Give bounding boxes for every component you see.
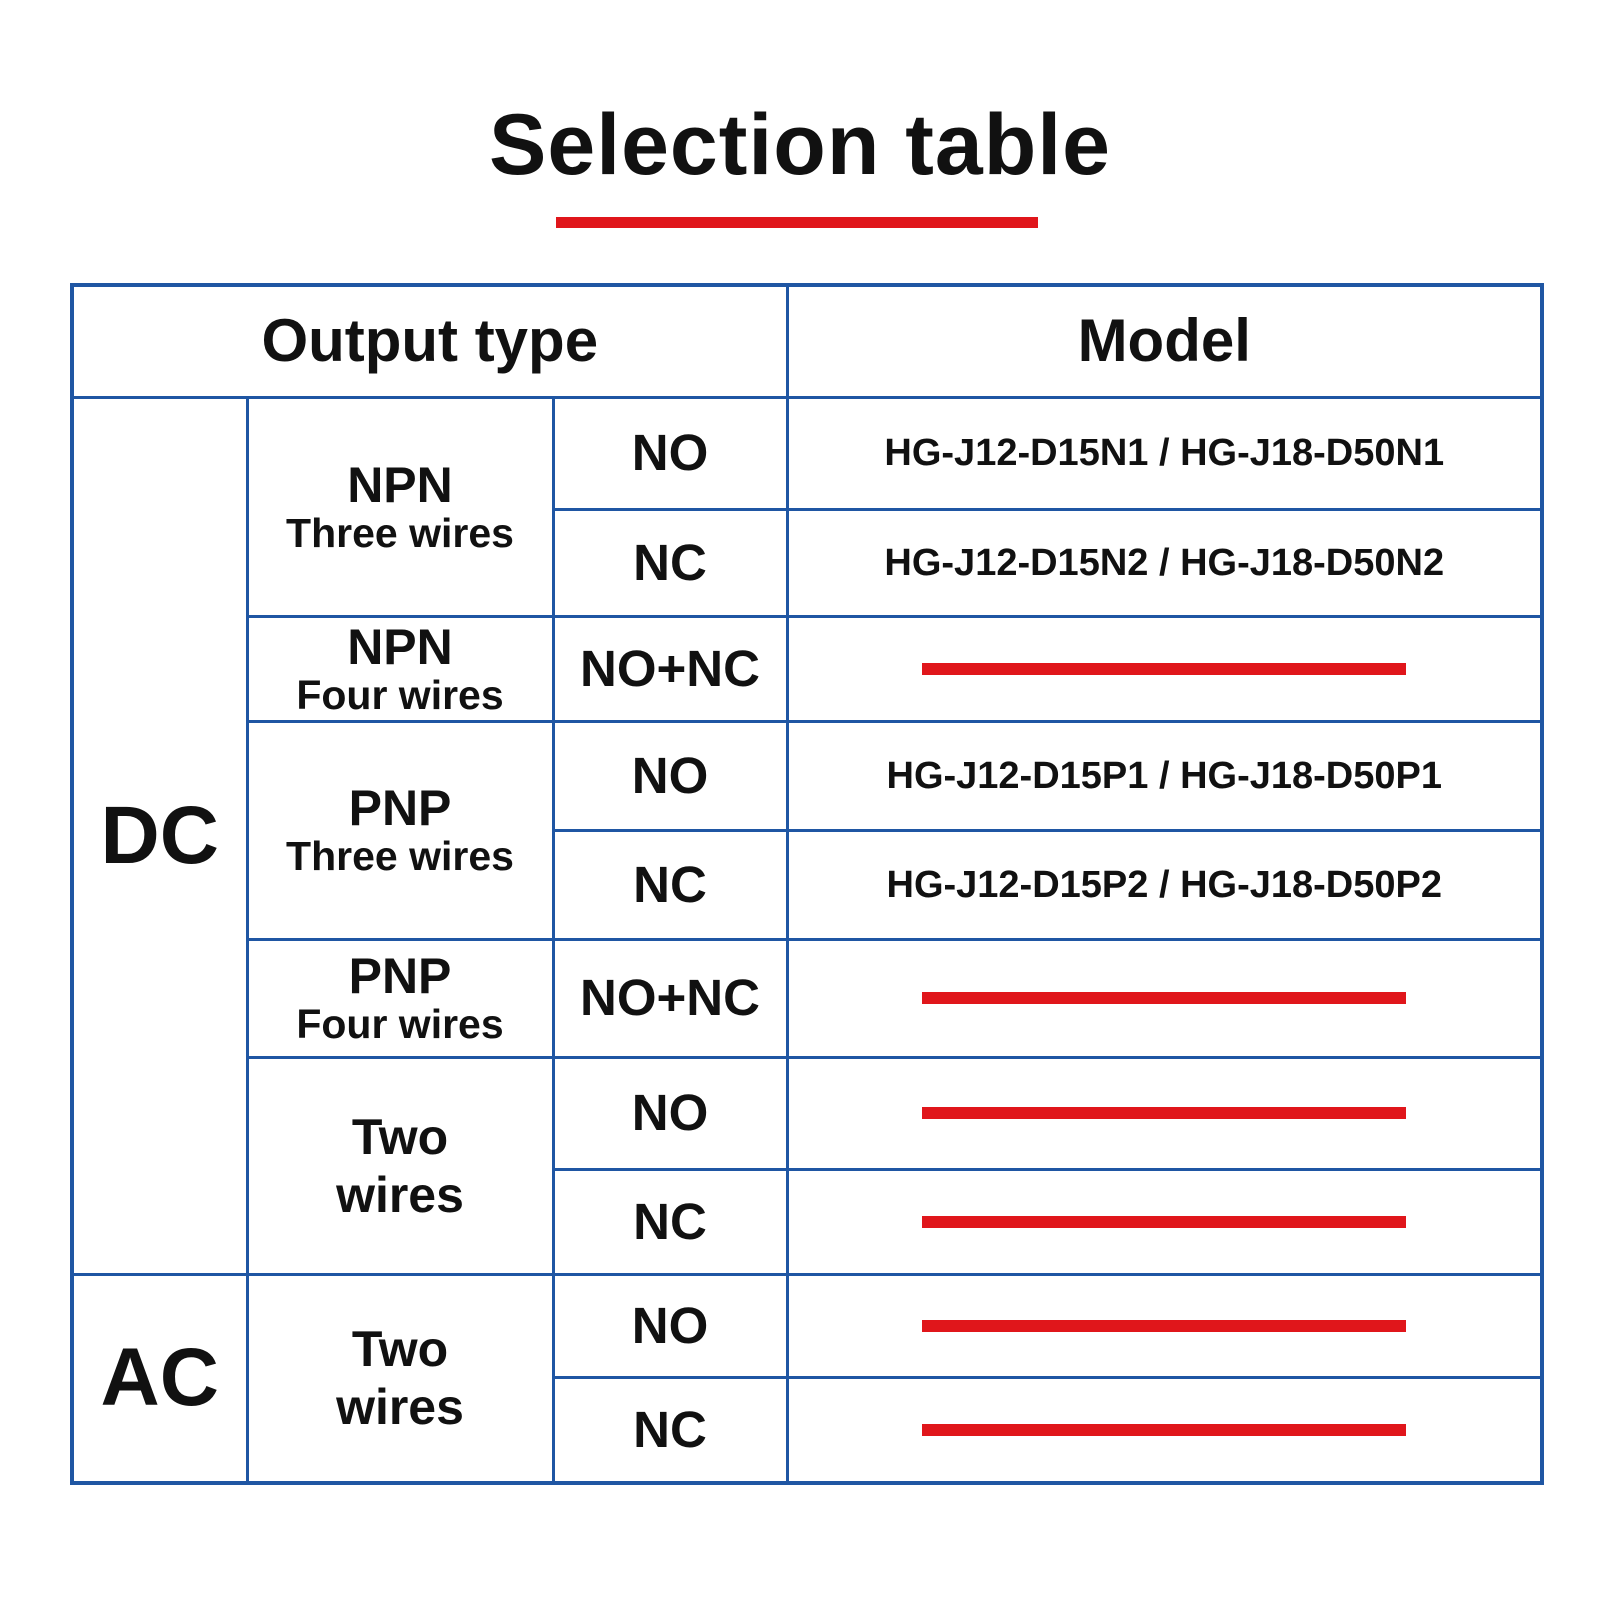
table-row: AC Two wires NO	[70, 1272, 1544, 1485]
table-row: PNP Three wires NO HG-J12-D15P1 / HG-J18…	[72, 719, 1544, 941]
selection-table: Output type Model DC NPN Three wires NO …	[70, 283, 1544, 1485]
model-cell-empty	[785, 614, 1544, 723]
output-group-name: NPN	[347, 618, 453, 675]
output-group-pnp-four-wires: PNP Four wires	[245, 937, 555, 1059]
output-group-pnp-three-wires: PNP Three wires	[245, 719, 555, 941]
contact-type: NO+NC	[551, 614, 789, 723]
table-row: Two wires NO	[72, 1055, 1544, 1276]
table-header-row: Output type Model	[70, 283, 1544, 399]
output-group-npn-four-wires: NPN Four wires	[245, 614, 555, 723]
model-cell-empty	[785, 1167, 1544, 1276]
supply-ac: AC	[70, 1272, 249, 1485]
table-row: NC	[72, 1167, 1544, 1276]
output-group-name: PNP	[348, 780, 452, 836]
model-cell-empty	[785, 1375, 1544, 1485]
contact-type: NC	[551, 507, 789, 618]
output-group-name: Two	[351, 1321, 449, 1378]
title-underline	[556, 217, 1038, 228]
model-cell: HG-J12-D15N1 / HG-J18-D50N1	[785, 395, 1544, 511]
header-output-type: Output type	[70, 283, 789, 399]
contact-type: NO	[551, 1272, 789, 1379]
no-model-dash	[922, 1423, 1407, 1436]
model-cell-empty	[785, 1055, 1544, 1171]
output-group-wires: wires	[336, 1166, 464, 1223]
header-model: Model	[785, 283, 1544, 399]
model-cell: HG-J12-D15N2 / HG-J18-D50N2	[785, 507, 1544, 618]
output-group-wires: Four wires	[296, 1001, 504, 1047]
model-cell-empty	[785, 937, 1544, 1059]
contact-type: NC	[551, 828, 789, 941]
table-row: NC HG-J12-D15N2 / HG-J18-D50N2	[72, 507, 1544, 618]
output-group-dc-two-wires: Two wires	[245, 1055, 555, 1276]
model-cell-empty	[785, 1272, 1544, 1379]
contact-type: NO+NC	[551, 937, 789, 1059]
table-row: NC	[72, 1375, 1544, 1485]
no-model-dash	[922, 1107, 1407, 1119]
table-row: NC HG-J12-D15P2 / HG-J18-D50P2	[72, 828, 1544, 941]
output-group-wires: Three wires	[286, 509, 514, 556]
contact-type: NC	[551, 1375, 789, 1485]
contact-type: NO	[551, 1055, 789, 1171]
table-row: PNP Four wires NO+NC	[72, 937, 1544, 1059]
output-group-wires: Three wires	[286, 833, 514, 879]
no-model-dash	[922, 1319, 1407, 1332]
output-group-name: NPN	[347, 456, 453, 513]
supply-dc: DC	[70, 395, 249, 1276]
table-row: NPN Four wires NO+NC	[72, 614, 1544, 723]
output-group-name: Two	[351, 1108, 449, 1165]
output-group-wires: wires	[336, 1379, 464, 1436]
no-model-dash	[922, 992, 1407, 1004]
contact-type: NC	[551, 1167, 789, 1276]
contact-type: NO	[551, 395, 789, 511]
output-group-ac-two-wires: Two wires	[245, 1272, 555, 1485]
table-row: DC NPN Three wires NO HG-J12-D15N1 / HG-…	[70, 395, 1544, 1276]
output-group-npn-three-wires: NPN Three wires	[245, 395, 555, 618]
contact-type: NO	[551, 719, 789, 832]
no-model-dash	[922, 662, 1407, 675]
model-cell: HG-J12-D15P1 / HG-J18-D50P1	[785, 719, 1544, 832]
output-group-wires: Four wires	[296, 671, 504, 718]
no-model-dash	[922, 1215, 1407, 1228]
model-cell: HG-J12-D15P2 / HG-J18-D50P2	[785, 828, 1544, 941]
page-title: Selection table	[489, 97, 1111, 193]
output-group-name: PNP	[348, 948, 452, 1004]
